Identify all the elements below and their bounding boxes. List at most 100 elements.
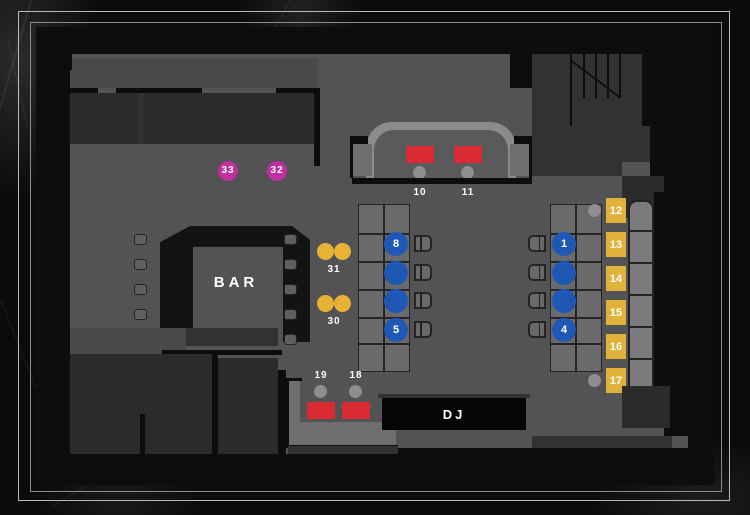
left-lower-ledge [68, 328, 186, 354]
stair-tread-line [619, 54, 621, 98]
wall-table-14[interactable]: 14 [606, 266, 626, 291]
left-table-cell [358, 234, 384, 262]
booth-seat-10[interactable] [413, 166, 426, 179]
yellow-dot-30-b[interactable] [334, 295, 351, 312]
center-booth-left-arm [352, 144, 372, 176]
bar-stool-right-1[interactable] [284, 234, 297, 245]
blue-seat-left-mid-2[interactable] [384, 289, 408, 313]
left-lower-booth-notch [140, 414, 145, 458]
center-booth-front-rail [352, 178, 532, 184]
yellow-dot-31-a[interactable] [317, 243, 334, 260]
wall-seat-17[interactable] [588, 374, 601, 387]
booth-table-10[interactable] [406, 146, 434, 163]
booth-table-11[interactable] [454, 146, 482, 163]
booth-table-label-10: 10 [413, 187, 427, 198]
center-booth-right-wing [514, 136, 532, 146]
booth-seat-11[interactable] [461, 166, 474, 179]
right-table-chair-4[interactable] [528, 321, 546, 338]
banquette-seam [628, 294, 654, 296]
bar-stool-left-3[interactable] [134, 284, 147, 295]
yellow-table-label-30: 30 [327, 316, 341, 327]
left-table-chair-4[interactable] [414, 321, 432, 338]
stair-tread-line [583, 54, 585, 98]
yellow-dot-31-b[interactable] [334, 243, 351, 260]
left-table-cell [384, 344, 410, 372]
blue-seat-right-mid-2[interactable] [552, 289, 576, 313]
sofa-front-strip [288, 446, 398, 454]
stair-tread-line [607, 54, 609, 98]
center-booth-right-arm-edge [529, 144, 532, 178]
top-wall [62, 40, 688, 54]
sofa-seat-18[interactable] [349, 385, 362, 398]
wall-seat-12[interactable] [588, 204, 601, 217]
wall-table-17[interactable]: 17 [606, 368, 626, 393]
sofa-seat [288, 422, 396, 446]
booth-gap-b [202, 88, 276, 93]
stair-treads-block [570, 54, 642, 98]
right-table-cell [576, 344, 602, 372]
blue-seat-5[interactable]: 5 [384, 318, 408, 342]
bar-label: BAR [213, 274, 259, 291]
right-wall-banquette [628, 200, 654, 400]
wall-table-13[interactable]: 13 [606, 232, 626, 257]
yellow-dot-30-a[interactable] [317, 295, 334, 312]
pink-table-32[interactable]: 32 [267, 161, 287, 181]
blue-seat-1[interactable]: 1 [552, 232, 576, 256]
bar-stool-right-4[interactable] [284, 309, 297, 320]
right-alcove-lower [622, 386, 670, 428]
frame-inner-border [30, 22, 722, 492]
banquette-seam [628, 262, 654, 264]
dj-platform [378, 394, 530, 398]
banquette-seam [628, 358, 654, 360]
blue-seat-left-mid-1[interactable] [384, 261, 408, 285]
sofa-seat-19[interactable] [314, 385, 327, 398]
left-table-cell [358, 204, 384, 234]
bar-stool-left-1[interactable] [134, 234, 147, 245]
blue-seat-4[interactable]: 4 [552, 318, 576, 342]
bar-stool-right-5[interactable] [284, 334, 297, 345]
stair-tread-line [595, 54, 597, 98]
sofa-table-19[interactable] [307, 402, 335, 419]
bar-stool-right-2[interactable] [284, 259, 297, 270]
left-table-cell [358, 318, 384, 344]
sofa-table-18[interactable] [342, 402, 370, 419]
left-lower-booth-gap [212, 354, 218, 454]
wall-table-15[interactable]: 15 [606, 300, 626, 325]
banquette-seam [628, 230, 654, 232]
booth-table-label-11: 11 [461, 187, 475, 198]
blue-seat-8[interactable]: 8 [384, 232, 408, 256]
wall-table-12[interactable]: 12 [606, 198, 626, 223]
bar-stool-right-3[interactable] [284, 284, 297, 295]
left-table-chair-1[interactable] [414, 235, 432, 252]
sofa-table-label-19: 19 [314, 370, 328, 381]
left-table-chair-2[interactable] [414, 264, 432, 281]
center-booth-left-wing [350, 136, 368, 146]
right-wall-panel [654, 192, 664, 408]
left-table-chair-3[interactable] [414, 292, 432, 309]
center-booth-seat [374, 130, 508, 184]
stair-outer-wall [642, 40, 650, 128]
right-table-chair-3[interactable] [528, 292, 546, 309]
left-table-cell [358, 290, 384, 318]
right-table-chair-2[interactable] [528, 264, 546, 281]
left-table-cell [358, 262, 384, 290]
right-table-chair-1[interactable] [528, 235, 546, 252]
dj-booth[interactable]: DJ [382, 398, 526, 430]
right-table-cell [550, 204, 576, 234]
bar-stool-left-2[interactable] [134, 259, 147, 270]
left-wall [62, 54, 70, 454]
booth-gap-a [98, 88, 116, 93]
right-table-cell [576, 234, 602, 262]
wall-table-16[interactable]: 16 [606, 334, 626, 359]
sofa-table-label-18: 18 [349, 370, 363, 381]
top-left-booth-back [68, 88, 320, 93]
top-left-booth-b [144, 92, 316, 144]
pink-table-33[interactable]: 33 [218, 161, 238, 181]
venue-floor: 10 11 33 32 BAR 31 30 [62, 40, 688, 474]
blue-seat-right-mid-1[interactable] [552, 261, 576, 285]
bar-stool-left-4[interactable] [134, 309, 147, 320]
sofa-back-wall [278, 370, 286, 454]
bottom-center-wall [398, 448, 688, 454]
banquette-seam [628, 326, 654, 328]
